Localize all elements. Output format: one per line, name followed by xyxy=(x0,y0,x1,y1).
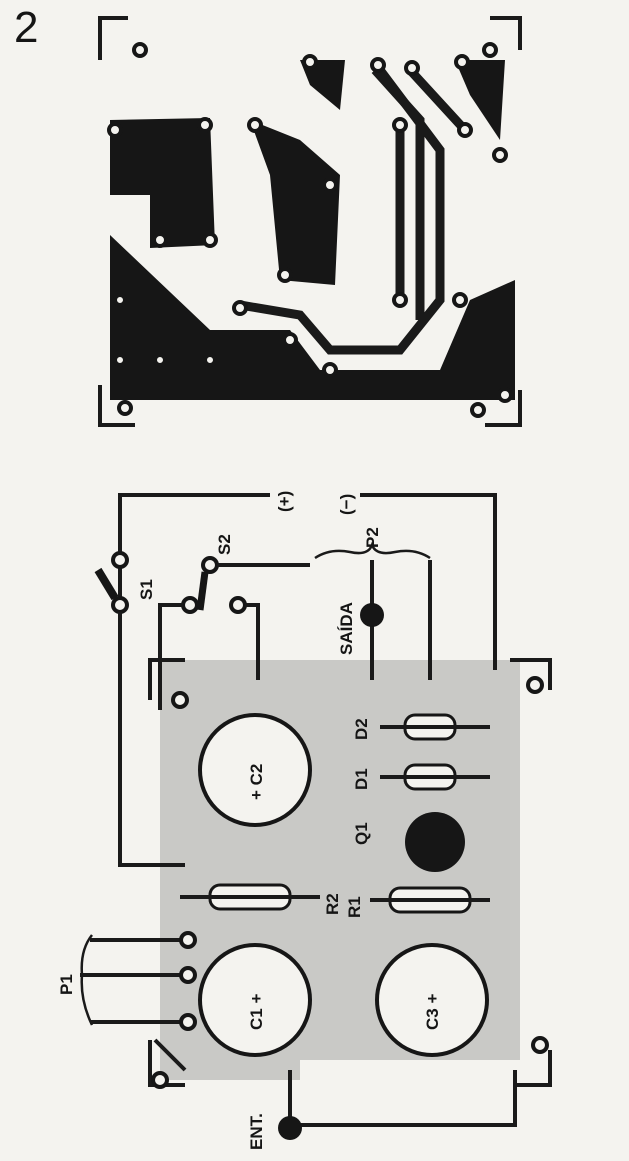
ent-jack xyxy=(278,1116,302,1140)
capacitor-c3 xyxy=(375,943,489,1057)
solder-pad xyxy=(117,400,133,416)
trace-line-2 xyxy=(371,66,469,320)
drawing-element xyxy=(196,571,209,611)
label-r2: R2 xyxy=(323,893,342,915)
solder-pad xyxy=(232,300,248,316)
solder-pad xyxy=(322,177,338,193)
solder-pad xyxy=(526,676,544,694)
label-minus: (−) xyxy=(337,494,356,515)
s1-lever xyxy=(94,567,119,601)
capacitor-c1 xyxy=(198,943,312,1057)
solder-pad xyxy=(457,122,473,138)
drawing-element xyxy=(158,563,310,710)
label-r1: R1 xyxy=(345,896,364,918)
trace-block-2 xyxy=(250,120,340,285)
solder-pad xyxy=(452,292,468,308)
solder-pad xyxy=(454,54,470,70)
solder-pad xyxy=(179,931,197,949)
solder-pad xyxy=(113,353,127,367)
solder-pad xyxy=(151,1071,169,1089)
solder-pad xyxy=(277,267,293,283)
solder-pad xyxy=(247,117,263,133)
label-saida: SAÍDA xyxy=(337,602,356,655)
solder-pad xyxy=(202,232,218,248)
labels: (+) (−) S1 S2 P2 SAÍDA D2 D1 Q1 + C2 R2 … xyxy=(57,491,442,1150)
solder-pad xyxy=(171,691,189,709)
label-d2: D2 xyxy=(352,718,371,740)
trace-block-1 xyxy=(110,118,215,248)
solder-pad xyxy=(302,54,318,70)
solder-pad xyxy=(203,353,217,367)
solder-pad xyxy=(132,42,148,58)
solder-pad xyxy=(392,292,408,308)
solder-pad xyxy=(470,402,486,418)
solder-pad xyxy=(282,332,298,348)
s1-wire xyxy=(118,612,185,867)
label-c1: C1 + xyxy=(247,994,266,1030)
supply-wires xyxy=(118,493,497,670)
p1-brace xyxy=(80,934,94,1026)
solder-pad xyxy=(179,966,197,984)
label-plus: (+) xyxy=(275,491,294,512)
label-ent: ENT. xyxy=(247,1113,266,1150)
solder-pad xyxy=(181,596,199,614)
solder-pad xyxy=(392,117,408,133)
solder-pad xyxy=(497,387,513,403)
corner-marks xyxy=(98,16,522,427)
solder-pad xyxy=(153,353,167,367)
saida-jack xyxy=(360,603,384,627)
label-c3: C3 + xyxy=(423,994,442,1030)
p2-brace xyxy=(314,541,431,560)
solder-pad xyxy=(482,42,498,58)
capacitor-c2 xyxy=(198,713,312,827)
solder-pad xyxy=(201,556,219,574)
label-q1: Q1 xyxy=(352,822,371,845)
solder-pad xyxy=(229,596,247,614)
solder-pad xyxy=(370,57,386,73)
figure-number: 2 xyxy=(14,3,38,52)
label-s1: S1 xyxy=(137,579,156,600)
drawing-element xyxy=(80,938,187,1072)
solder-pad xyxy=(197,117,213,133)
trace-line-1 xyxy=(239,67,445,355)
label-d1: D1 xyxy=(352,768,371,790)
solder-pad xyxy=(404,60,420,76)
trace-block-4 xyxy=(455,60,505,140)
solder-pad xyxy=(179,1013,197,1031)
label-c2: + C2 xyxy=(247,764,266,800)
board-corner-marks xyxy=(148,658,552,1087)
s1-terminal xyxy=(111,596,129,614)
transistor-q1 xyxy=(405,812,465,872)
solder-pad xyxy=(152,232,168,248)
drawing-element xyxy=(180,725,490,902)
solder-pad xyxy=(113,293,127,307)
label-s2: S2 xyxy=(215,534,234,555)
solder-pad xyxy=(492,147,508,163)
component-layout xyxy=(80,493,552,1140)
pads xyxy=(107,42,513,418)
label-p2: P2 xyxy=(363,527,382,548)
copper-layout xyxy=(98,16,522,427)
solder-pad xyxy=(322,362,338,378)
trace-block-3 xyxy=(300,60,345,110)
solder-pad xyxy=(107,122,123,138)
label-p1: P1 xyxy=(57,974,76,995)
s1-terminal xyxy=(111,551,129,569)
drawing-element xyxy=(288,1070,517,1127)
solder-pad xyxy=(531,1036,549,1054)
